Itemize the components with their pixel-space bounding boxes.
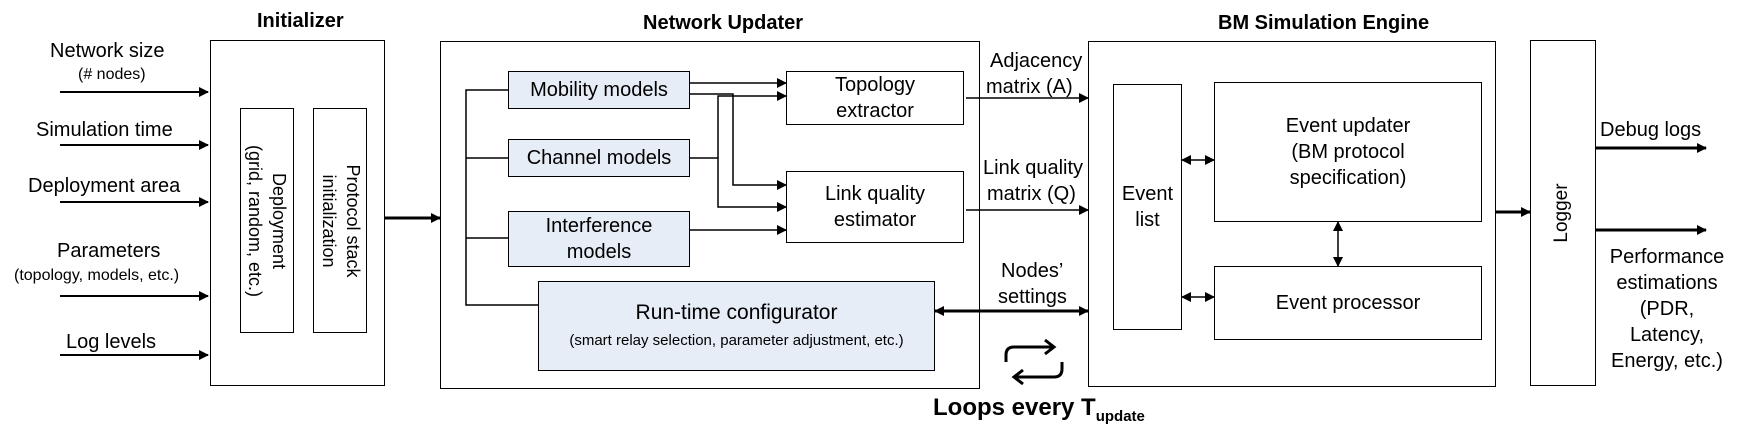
loop-icon xyxy=(1004,338,1064,386)
input-simulation-time: Simulation time xyxy=(36,119,173,141)
link-quality-label-2: matrix (Q) xyxy=(987,183,1076,205)
input-deployment-area: Deployment area xyxy=(28,175,181,197)
debug-logs-label: Debug logs xyxy=(1600,119,1702,141)
channel-to-topology xyxy=(717,91,787,158)
network-updater-title: Network Updater xyxy=(643,12,804,34)
event-list-box: Event list xyxy=(1113,84,1182,330)
initializer-title: Initializer xyxy=(257,10,344,32)
network-updater-box xyxy=(440,41,980,389)
nodes-settings-label-2: settings xyxy=(998,286,1067,308)
interference-models-box: Interference models xyxy=(508,211,690,267)
bm-engine-box xyxy=(1088,41,1496,387)
event-processor-box: Event processor xyxy=(1214,266,1482,340)
link-quality-label-1: Link quality xyxy=(983,157,1084,179)
nodes-settings-label-1: Nodes’ xyxy=(1001,260,1064,282)
input-network-size: Network size xyxy=(50,40,165,62)
adjacency-label-2: matrix (A) xyxy=(986,76,1073,98)
input-log-levels: Log levels xyxy=(66,331,157,353)
mobility-models-box: Mobility models xyxy=(508,71,690,109)
runtime-configurator-box: Run-time configurator (smart relay selec… xyxy=(538,281,935,371)
topology-extractor-box: Topology extractor xyxy=(786,71,964,125)
deployment-label: Deployment (grid, random, etc.) xyxy=(245,144,289,298)
performance-estimations-label: Performance estimations (PDR, Latency, E… xyxy=(1609,246,1725,372)
protocol-stack-box xyxy=(313,108,367,333)
channel-models-box: Channel models xyxy=(508,139,690,177)
protocol-stack-label: Protocol stack initialization xyxy=(319,164,363,278)
input-parameters: Parameters xyxy=(57,240,161,262)
channel-to-linkq xyxy=(690,157,787,212)
logger-box xyxy=(1530,40,1596,386)
loop-caption: Loops every Tupdate xyxy=(933,394,1145,425)
event-updater-box: Event updater (BM protocol specification… xyxy=(1214,82,1482,222)
bm-engine-title: BM Simulation Engine xyxy=(1218,12,1430,34)
input-parameters-sub: (topology, models, etc.) xyxy=(14,267,180,284)
adjacency-label-1: Adjacency xyxy=(990,50,1083,72)
updater-left-bus xyxy=(465,89,538,306)
link-quality-estimator-box: Link quality estimator xyxy=(786,171,964,243)
mobility-to-linkq xyxy=(690,93,787,190)
logger-label: Logger xyxy=(1551,183,1572,243)
deployment-box xyxy=(240,108,294,333)
input-network-size-sub: (# nodes) xyxy=(78,66,146,83)
